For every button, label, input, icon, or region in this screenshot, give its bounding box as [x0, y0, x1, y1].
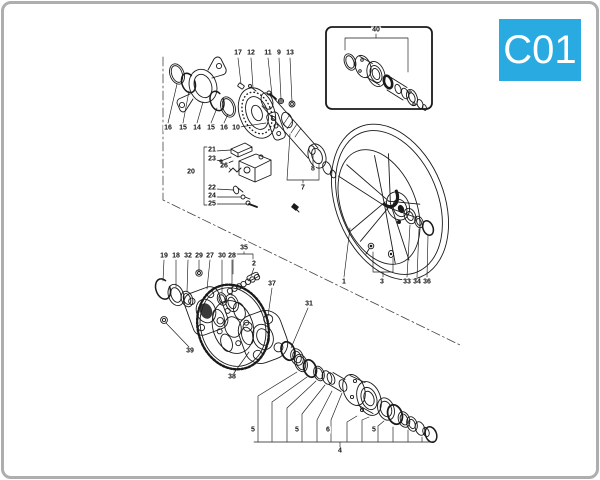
part-callout-28: 28	[227, 252, 237, 260]
part-callout-21: 21	[207, 146, 217, 154]
part-callout-23: 23	[207, 155, 217, 163]
part-callout-3: 3	[379, 278, 385, 286]
part-callout-26: 26	[219, 162, 229, 170]
part-callout-5: 5	[250, 426, 256, 434]
part-callout-20: 20	[186, 168, 196, 176]
part-callout-15: 15	[206, 124, 216, 132]
chain-segment	[226, 271, 261, 295]
rear-hub-group	[253, 353, 438, 448]
part-callout-39: 39	[185, 347, 195, 355]
part-callout-36: 36	[422, 278, 432, 286]
part-callout-16: 16	[219, 124, 229, 132]
part-callout-13: 13	[285, 49, 295, 57]
part-callout-34: 34	[412, 278, 422, 286]
diagram-code-badge: C01	[499, 19, 581, 81]
part-callout-38: 38	[227, 373, 237, 381]
part-callout-18: 18	[171, 252, 181, 260]
part-callout-27: 27	[205, 252, 215, 260]
part-callout-14: 14	[192, 124, 202, 132]
part-callout-29: 29	[194, 252, 204, 260]
brake-disc-group	[167, 56, 296, 141]
axle-shaft-group	[260, 92, 337, 213]
part-callout-9: 9	[276, 49, 282, 57]
part-callout-7: 7	[300, 184, 306, 192]
part-callout-24: 24	[207, 192, 217, 200]
part-callout-10: 10	[231, 124, 241, 132]
part-callout-25: 25	[207, 200, 217, 208]
construction-lines	[162, 56, 461, 346]
wheel-group	[331, 123, 449, 281]
cush-drive-flange	[237, 310, 289, 364]
part-callout-37: 37	[267, 280, 277, 288]
part-callout-30: 30	[217, 252, 227, 260]
part-callout-19: 19	[159, 252, 169, 260]
diagram-code-text: C01	[503, 28, 577, 72]
part-callout-12: 12	[246, 49, 256, 57]
part-callout-17: 17	[233, 49, 243, 57]
part-callout-35: 35	[239, 244, 249, 252]
part-callout-2: 2	[251, 260, 257, 268]
part-callout-1: 1	[341, 278, 347, 286]
part-callout-31: 31	[304, 300, 314, 308]
part-callout-16: 16	[163, 124, 173, 132]
caliper-group	[203, 142, 272, 208]
sprocket-carrier-group	[154, 250, 309, 374]
part-callout-5: 5	[294, 426, 300, 434]
part-callout-22: 22	[207, 184, 217, 192]
part-callout-11: 11	[263, 49, 273, 57]
part-callout-15: 15	[178, 124, 188, 132]
part-callout-40: 40	[371, 26, 381, 34]
part-callout-5: 5	[371, 426, 377, 434]
part-callout-8: 8	[310, 165, 316, 173]
part-callout-6: 6	[325, 426, 331, 434]
part-callout-32: 32	[183, 252, 193, 260]
part-callout-33: 33	[402, 278, 412, 286]
part-callout-4: 4	[337, 447, 343, 455]
